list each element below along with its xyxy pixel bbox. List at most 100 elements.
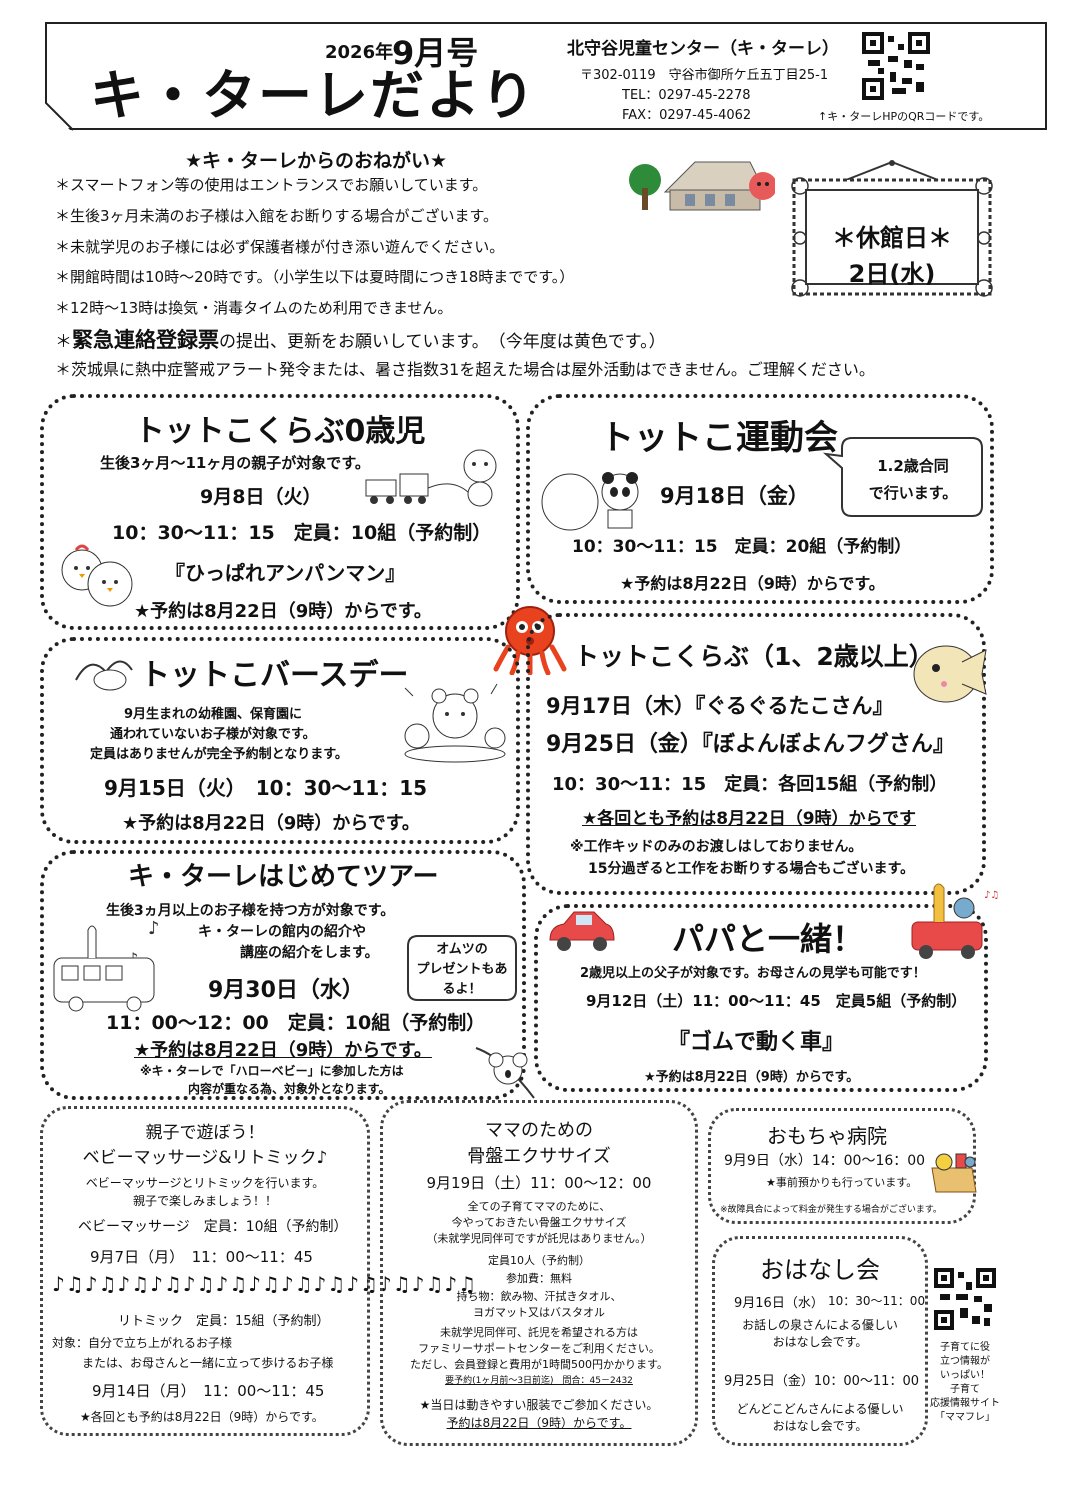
- tottoko-12-box: [526, 613, 986, 895]
- oyako-rhythm-date: 9月14日（月） 11：00～11：45: [92, 1382, 325, 1400]
- chicks-illustration: [61, 544, 133, 607]
- tour-desc: 講座の紹介をします。: [240, 945, 379, 961]
- story-date: 9月25日（金）10：00～11：00: [724, 1374, 919, 1389]
- undokai-bubble-line2: で行います。: [868, 484, 958, 502]
- tottoko-12-date2: 9月25日（金）『ぼよんぼよんフグさん』: [546, 732, 955, 757]
- birthday-box: [40, 637, 520, 844]
- tour-bubble-line: プレゼントもあ: [416, 962, 508, 977]
- panda-ball-illustration: [541, 472, 639, 531]
- story-time: 10：30～11：00: [828, 1294, 926, 1308]
- mama-date: 9月19日（土）11：00～12：00: [426, 1174, 652, 1192]
- oyako-desc: 親子で楽しみましょう！！: [132, 1194, 277, 1208]
- qr-caption: ↑キ・ターレHPのQRコードです。: [818, 110, 990, 123]
- request-item: ＊12時～13時は換気・消毒タイムのため利用できません。: [55, 299, 453, 317]
- request-item-emergency: ＊緊急連絡登録票の提出、更新をお願いしています。 （今年度は黄色です。）: [55, 328, 666, 352]
- fax: FAX：0297-45-4062: [622, 108, 752, 123]
- header-frame: [45, 22, 1047, 130]
- svg-text:♪♫: ♪♫: [984, 890, 999, 901]
- tottoko-12-time: 10：30～11：15 定員：各回15組（予約制）: [552, 774, 948, 795]
- music-notes-divider: ♪♫♪♫♪♫♪♫♪♫♪♫♪♫♪♫♪♫♪♫♪♫♪♫♪♫: [52, 1272, 478, 1296]
- birthday-title: トットこバースデー: [140, 658, 409, 693]
- mama-care: ただし、会員登録と費用が1時間500円かかります。: [410, 1358, 668, 1371]
- papa-desc: 2歳児以上の父子が対象です。お母さんの見学も可能です！: [580, 966, 926, 981]
- birthday-desc: 9月生まれの幼稚園、保育園に: [124, 707, 303, 722]
- mama-care: 未就学児同伴可、託児を希望される方は: [440, 1326, 638, 1339]
- toy-hospital-box: [708, 1108, 976, 1224]
- oyako-massage: ベビーマッサージ 定員：10組（予約制）: [78, 1219, 348, 1235]
- page-title: キ・ターレだより: [90, 64, 537, 127]
- tour-desc: キ・ターレの館内の紹介や: [198, 924, 366, 940]
- tour-note: ※キ・ターレで「ハローベビー」に参加した方は: [140, 1064, 404, 1078]
- mama-reserve: 予約は8月22日（9時）からです。: [446, 1416, 632, 1430]
- tour-reserve: ★予約は8月22日（9時）からです。: [134, 1040, 432, 1061]
- header-fold-corner: [45, 101, 74, 131]
- car-illustration: [549, 911, 615, 951]
- birthday-date: 9月15日（火） 10：30～11：15: [104, 776, 428, 800]
- tottoko-12-reserve: ★各回とも予約は8月22日（9時）からです: [582, 809, 917, 829]
- tottoko-0-time: 10：30～11：15 定員：10組（予約制）: [112, 522, 492, 544]
- mama-capacity: 定員10人（予約制）: [488, 1254, 590, 1267]
- undokai-speech-bubble: [822, 437, 983, 517]
- mama-desc: （未就学児同伴可ですが託児はありません。）: [426, 1232, 652, 1245]
- issue-month: 9月号: [392, 34, 479, 72]
- closed-day-sign-frame: [791, 160, 993, 297]
- story-desc: お話しの泉さんによる優しい: [742, 1318, 898, 1332]
- request-item: ＊生後3ヶ月未満のお子様は入館をお断りする場合がございます。: [55, 207, 499, 225]
- tottoko-12-note: ※工作キッドのみのお渡しはしておりません。: [570, 839, 863, 855]
- mama-wear: ★当日は動きやすい服装でご参加ください。: [419, 1398, 659, 1412]
- papa-box: [534, 904, 988, 1092]
- tottoko-12-note: 15分過ぎると工作をお断りする場合もございます。: [588, 861, 915, 877]
- center-name: 北守谷児童センター（キ・ターレ）: [567, 39, 839, 59]
- mama-title: 骨盤エクササイズ: [467, 1146, 611, 1167]
- oyako-target: 対象：自分で立ち上がれるお子様: [52, 1336, 233, 1350]
- train-illustration: [365, 449, 497, 507]
- mamafure-caption: 応援情報サイト: [930, 1398, 1000, 1409]
- birthday-reserve: ★予約は8月22日（9時）からです。: [122, 813, 420, 834]
- oyako-massage-date: 9月7日（月） 11：00～11：45: [90, 1248, 313, 1266]
- tottoko-12-title: トットこくらぶ（1、2歳以上）: [574, 642, 934, 671]
- undokai-reserve: ★予約は8月22日（9時）からです。: [620, 574, 885, 593]
- mamafure-caption: いっぱい！: [940, 1370, 990, 1381]
- oyako-target: または、お母さんと一緒に立って歩けるお子様: [82, 1356, 334, 1370]
- mamafure-qr-icon[interactable]: [934, 1268, 996, 1330]
- mamafure-caption: 子育て: [950, 1384, 980, 1395]
- koala-illustration: [475, 1047, 535, 1099]
- mama-care: ファミリーサポートセンターをご利用ください。: [418, 1342, 660, 1355]
- tottoko-0-program: 『ひっぱれアンパンマン』: [165, 561, 406, 585]
- building-illustration: [629, 161, 775, 211]
- qr-code-icon[interactable]: [862, 32, 930, 100]
- tottoko-0-box: [40, 394, 520, 630]
- tour-bubble-line: オムツの: [436, 942, 488, 957]
- request-item: ＊未就学児のお子様には必ず保護者様が付き添い遊んでください。: [55, 238, 505, 256]
- oyako-desc: ベビーマッサージとリトミックを行います。: [85, 1176, 325, 1190]
- tottoko-12-date1: 9月17日（木）『ぐるぐるたこさん』: [546, 694, 894, 718]
- birthday-desc: 通われていないお子様が対象です。: [110, 727, 316, 742]
- toy-hospital-title: おもちゃ病院: [767, 1124, 887, 1148]
- tour-time: 11：00～12：00 定員：10組（予約制）: [106, 1012, 486, 1034]
- undokai-time: 10：30～11：15 定員：20組（予約制）: [572, 537, 912, 557]
- tel: TEL：0297-45-2278: [622, 88, 751, 103]
- story-title: おはなし会: [760, 1256, 880, 1284]
- oyako-box: [40, 1106, 370, 1436]
- request-item: ＊開館時間は10時～20時です。（小学生以下は夏時間につき18時までです。）: [55, 268, 575, 286]
- oyako-rhythm: リトミック 定員：15組（予約制）: [118, 1314, 330, 1329]
- birthday-desc: 定員はありませんが完全予約制となります。: [90, 747, 348, 762]
- tottoko-0-title: トットこくらぶ0歳児: [134, 414, 426, 449]
- requests-title: ★キ・ターレからのおねがい★: [185, 150, 448, 172]
- address: 〒302-0119 守谷市御所ケ丘五丁目25-1: [580, 68, 829, 83]
- mamafure-caption: 子育てに役: [940, 1342, 990, 1353]
- mama-box: [380, 1100, 698, 1446]
- toys-illustration: ♪♫: [911, 883, 999, 959]
- request-item: ＊スマートフォン等の使用はエントランスでお願いしています。: [55, 176, 488, 194]
- issue-year: 2026年: [325, 42, 394, 63]
- mama-items: ヨガマット又はバスタオル: [473, 1306, 605, 1319]
- oyako-title: ベビーマッサージ&リトミック♪: [82, 1148, 328, 1168]
- svg-text:♪: ♪: [148, 918, 160, 939]
- toy-hospital-note: ※故障具合によって料金が発生する場合がございます。: [720, 1205, 942, 1215]
- tour-box: [40, 850, 526, 1100]
- toy-hospital-date: 9月9日（水）14：00～16：00: [724, 1153, 926, 1169]
- tour-title: キ・ターレはじめてツアー: [128, 862, 439, 892]
- undokai-box: [526, 394, 994, 604]
- mama-fee: 参加費：無料: [506, 1272, 572, 1285]
- story-desc: どんどこどんさんによる優しい: [736, 1402, 904, 1416]
